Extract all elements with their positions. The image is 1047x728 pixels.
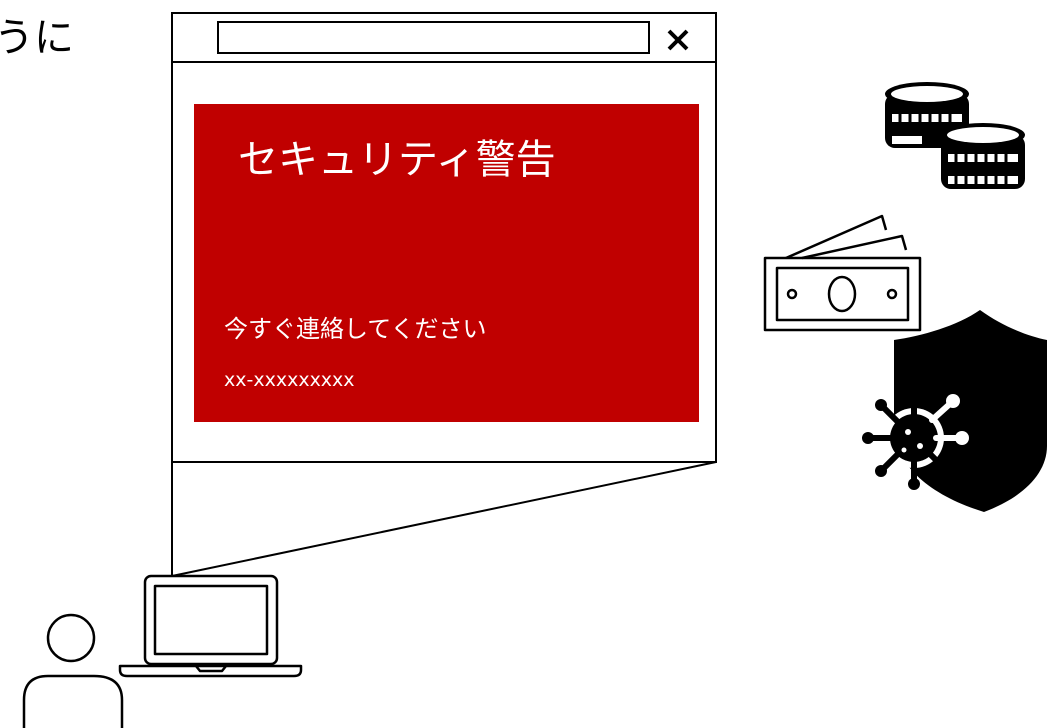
browser-window-frame <box>171 12 717 463</box>
virus-icon <box>862 386 969 490</box>
warning-phone: xx-xxxxxxxxx <box>224 369 355 391</box>
laptop-icon <box>118 574 303 678</box>
close-icon <box>667 29 689 51</box>
virus-shield-icon <box>862 310 1047 512</box>
security-warning-panel: セキュリティ警告 今すぐ連絡してください xx-xxxxxxxxx <box>194 104 699 422</box>
banknote-icon <box>763 214 922 332</box>
address-bar <box>217 21 650 54</box>
warning-message: 今すぐ連絡してください <box>224 315 487 343</box>
caption-fragment: うに <box>0 15 74 61</box>
warning-title: セキュリティ警告 <box>238 137 556 183</box>
coins-icon <box>885 82 1025 189</box>
projection-line-right <box>171 461 717 577</box>
person-icon <box>22 613 124 728</box>
